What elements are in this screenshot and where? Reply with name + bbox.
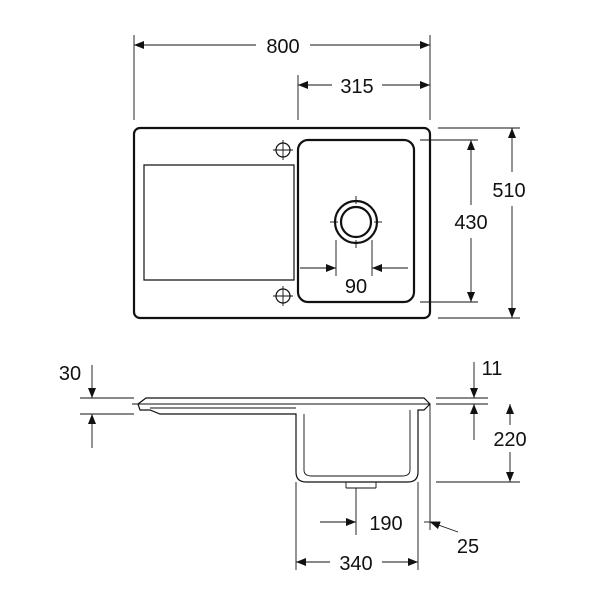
sink-outline: [132, 126, 432, 320]
dimension-bowl-depth: 430: [420, 139, 488, 303]
label-bowl-depth: 430: [454, 212, 487, 234]
side-view: 30 11 220 190 25: [59, 358, 527, 575]
label-edge-offset: 25: [457, 536, 479, 558]
label-bowl-width: 315: [340, 76, 373, 98]
label-rim-height: 11: [482, 358, 503, 380]
dimension-bowl-width: 315: [297, 75, 430, 120]
label-drain-offset: 90: [345, 276, 367, 298]
tap-hole-top-icon: [273, 140, 293, 160]
drain-icon: [330, 196, 382, 248]
tap-hole-bottom-icon: [273, 286, 293, 306]
dimension-rim-height: 11: [436, 358, 502, 440]
dimension-edge-offset: 25: [424, 521, 479, 558]
dimension-overall-depth: 510: [438, 127, 526, 319]
dimension-bowl-bottom-width: 190: [320, 513, 403, 535]
drainer-area: [143, 164, 295, 281]
dimension-bowl-height: 220: [436, 404, 527, 483]
dimension-bowl-top-width: 340: [296, 553, 418, 575]
bowl-inner-wall: [303, 410, 411, 477]
top-view: 800 315 510 430: [132, 35, 526, 320]
label-bowl-top-width: 340: [339, 553, 372, 575]
dimension-drain-offset: 90: [300, 240, 408, 298]
label-rim-thickness: 30: [59, 363, 81, 385]
label-overall-depth: 510: [492, 180, 525, 202]
label-overall-width: 800: [266, 36, 299, 58]
sink-profile: [137, 397, 431, 483]
dimension-overall-width: 800: [133, 35, 431, 120]
bowl-outline: [296, 138, 416, 304]
label-bowl-bottom-width: 190: [369, 513, 402, 535]
label-bowl-height: 220: [493, 429, 526, 451]
dimension-rim-thickness: 30: [59, 363, 134, 448]
